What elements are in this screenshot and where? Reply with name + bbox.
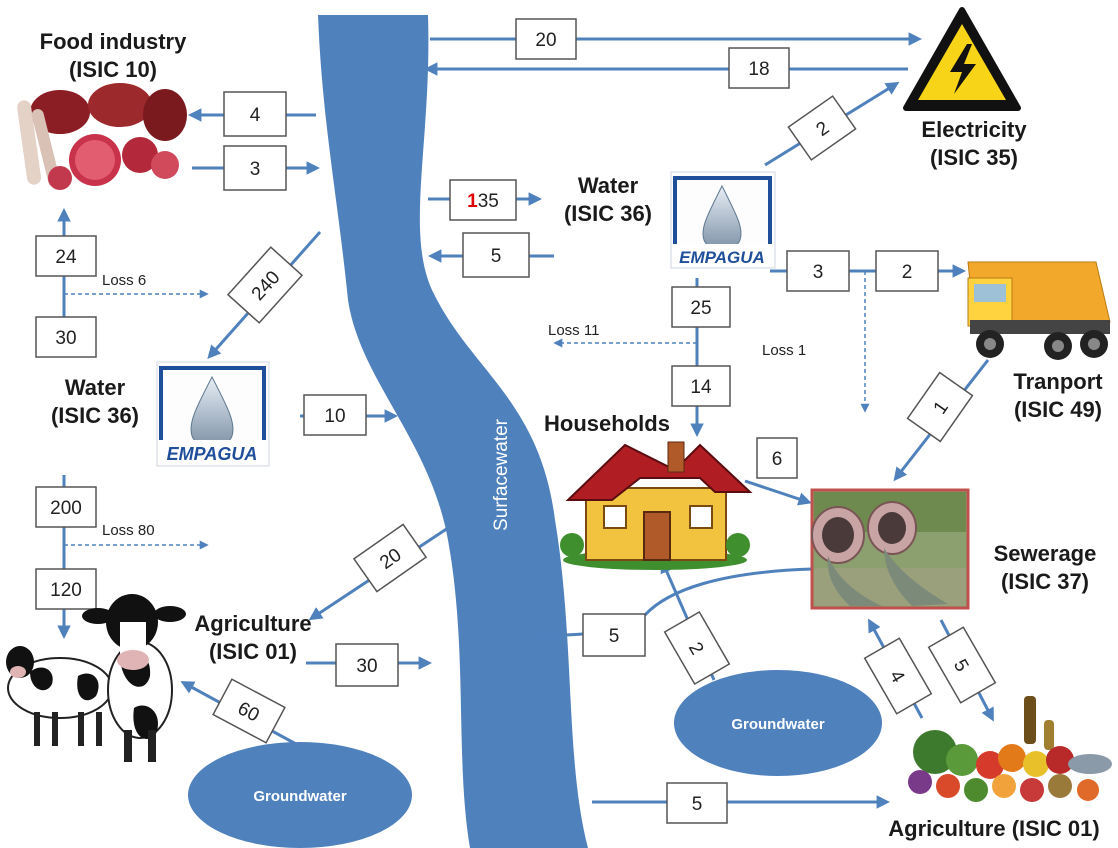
sewerage-title: Sewerage — [985, 540, 1105, 568]
flow-box-water-left-to-food-a: 30 — [36, 317, 96, 357]
svg-text:24: 24 — [55, 247, 77, 268]
flow-box-sewer-to-agriculture-right: 5 — [929, 627, 996, 702]
svg-text:30: 30 — [356, 656, 377, 677]
food-industry-label: Food industry (ISIC 10) — [15, 28, 211, 84]
surfacewater-label: Surfacewater — [491, 418, 512, 531]
food-industry-illustration — [16, 83, 187, 190]
flow-box-food-to-river: 3 — [224, 146, 286, 190]
water-right-code: (ISIC 36) — [555, 200, 661, 228]
svg-text:2: 2 — [902, 262, 913, 283]
logo-text-right: EMPAGUA — [679, 248, 765, 267]
flow-box-water-to-electricity: 2 — [788, 96, 855, 160]
svg-text:135: 135 — [467, 191, 499, 212]
electricity-code: (ISIC 35) — [906, 144, 1042, 172]
food-industry-code: (ISIC 10) — [15, 56, 211, 84]
svg-text:14: 14 — [690, 377, 712, 398]
svg-text:4: 4 — [250, 105, 261, 126]
water-left-code: (ISIC 36) — [40, 402, 150, 430]
flow-box-water-to-transport-b: 2 — [876, 251, 938, 291]
loss-label-agriculture: Loss 80 — [102, 522, 155, 539]
households-label: Households — [532, 410, 682, 438]
agriculture-cows-illustration — [6, 594, 186, 762]
flow-box-agriculture-right-to-sewer: 4 — [865, 638, 932, 713]
water-left-label: Water (ISIC 36) — [40, 374, 150, 430]
svg-text:25: 25 — [690, 298, 711, 319]
households-house-illustration — [560, 442, 750, 570]
flow-box-water-left-to-agriculture-a: 200 — [36, 487, 96, 527]
sewerage-label: Sewerage (ISIC 37) — [985, 540, 1105, 596]
water-right-label: Water (ISIC 36) — [555, 172, 661, 228]
svg-text:120: 120 — [50, 580, 82, 601]
svg-text:200: 200 — [50, 498, 82, 519]
logo-text-left: EMPAGUA — [167, 444, 258, 464]
flow-box-agriculture-left-to-river: 30 — [336, 644, 398, 686]
food-industry-title: Food industry — [15, 28, 211, 56]
flow-box-transport-to-sewer: 1 — [908, 373, 973, 442]
flow-box-groundwater-to-households: 2 — [665, 612, 730, 684]
groundwater-left-label: Groundwater — [253, 788, 347, 805]
electricity-warning-icon — [906, 10, 1018, 108]
flow-box-water-left-to-agriculture-b: 120 — [36, 569, 96, 609]
flow-box-river-to-agriculture-right: 5 — [667, 783, 727, 823]
electricity-title: Electricity — [906, 116, 1042, 144]
agriculture-left-title: Agriculture — [180, 610, 326, 638]
flow-box-households-to-sewer: 6 — [757, 438, 797, 478]
transport-code: (ISIC 49) — [1000, 396, 1116, 424]
flow-box-river-to-electricity: 20 — [516, 19, 576, 59]
svg-text:20: 20 — [535, 30, 556, 51]
flow-box-river-to-water-left: 240 — [228, 247, 302, 323]
flow-box-sewer-to-river: 5 — [583, 614, 645, 656]
sewerage-code: (ISIC 37) — [985, 568, 1105, 596]
transport-truck-illustration — [968, 262, 1110, 360]
svg-text:10: 10 — [324, 406, 345, 427]
households-title: Households — [532, 410, 682, 438]
svg-text:30: 30 — [55, 328, 76, 349]
svg-text:5: 5 — [692, 794, 703, 815]
agriculture-left-label: Agriculture (ISIC 01) — [180, 610, 326, 666]
agriculture-right-label: Agriculture (ISIC 01) — [872, 815, 1116, 843]
flow-box-water-to-transport-a: 3 — [787, 251, 849, 291]
flow-box-river-to-food: 4 — [224, 92, 286, 136]
flow-box-water-to-households-b: 14 — [672, 366, 730, 406]
svg-text:5: 5 — [609, 626, 620, 647]
agriculture-left-code: (ISIC 01) — [180, 638, 326, 666]
svg-text:18: 18 — [748, 59, 769, 80]
groundwater-right-label: Groundwater — [731, 716, 825, 733]
flow-box-water-left-to-food-b: 24 — [36, 236, 96, 276]
flow-box-water-to-households-a: 25 — [672, 287, 730, 327]
water-utility-logo-right: EMPAGUA — [671, 172, 775, 268]
transport-label: Tranport (ISIC 49) — [1000, 368, 1116, 424]
flow-box-water-left-to-river: 10 — [304, 395, 366, 435]
loss-label-households: Loss 11 — [548, 322, 599, 339]
arrow-households-to-sewer — [745, 481, 808, 502]
svg-text:3: 3 — [813, 262, 824, 283]
flow-box-electricity-to-river: 18 — [729, 48, 789, 88]
loss-label-food: Loss 6 — [102, 272, 146, 289]
electricity-label: Electricity (ISIC 35) — [906, 116, 1042, 172]
svg-text:3: 3 — [250, 159, 261, 180]
sewerage-pipes-illustration — [812, 490, 968, 608]
transport-title: Tranport — [1000, 368, 1116, 396]
svg-text:6: 6 — [772, 449, 783, 470]
flow-box-river-to-water: 135 — [450, 180, 516, 220]
loss-label-transport: Loss 1 — [762, 342, 806, 359]
agriculture-right-title: Agriculture (ISIC 01) — [872, 815, 1116, 843]
agriculture-vegetables-illustration — [908, 696, 1112, 802]
svg-text:5: 5 — [491, 246, 502, 267]
water-left-title: Water — [40, 374, 150, 402]
flow-box-water-to-river: 5 — [463, 233, 529, 277]
water-right-title: Water — [555, 172, 661, 200]
water-utility-logo-left: EMPAGUA — [157, 362, 269, 466]
highlight-digit: 1 — [467, 191, 478, 212]
